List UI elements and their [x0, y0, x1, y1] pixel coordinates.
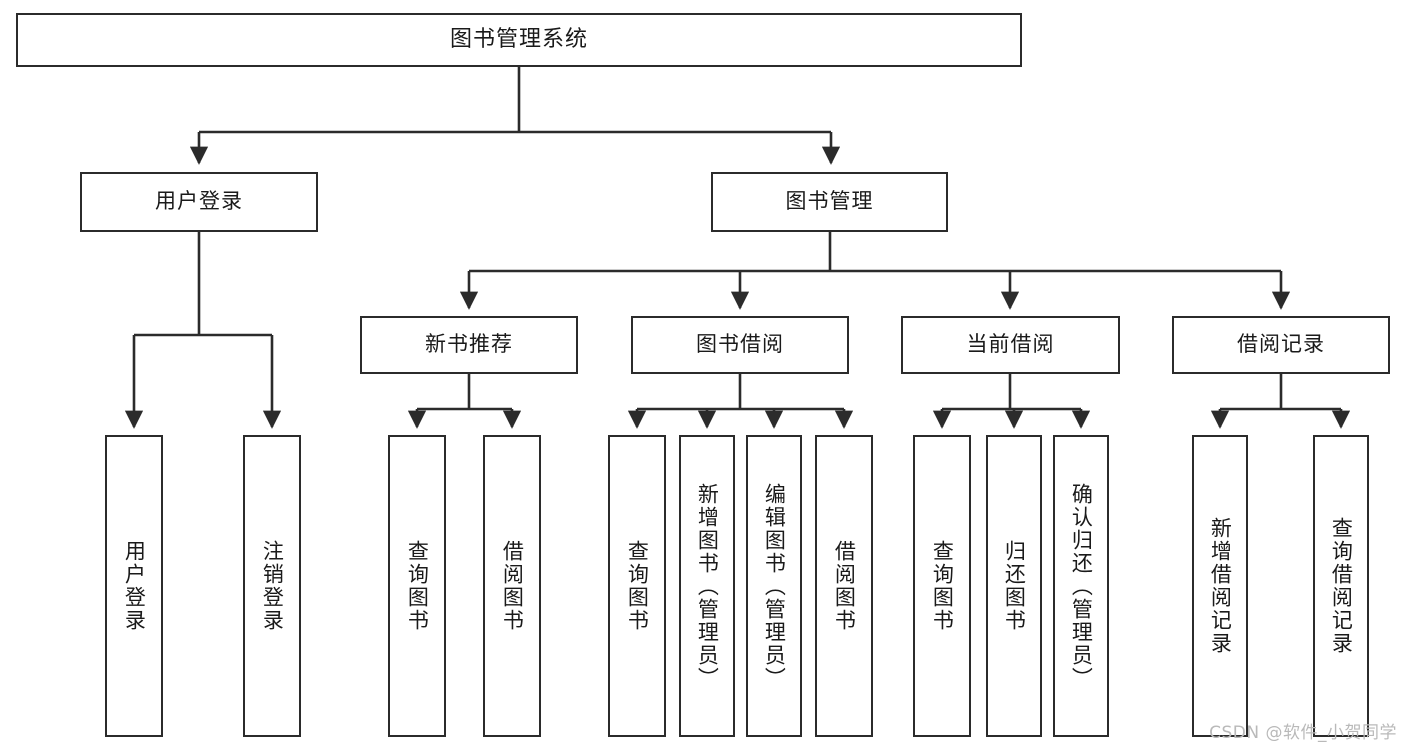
leaf-bb-edit-book-admin-label: 编辑图书（管理员）	[762, 482, 787, 690]
leaf-nbr-borrow-book[interactable]: 借阅图书	[483, 435, 541, 737]
leaf-cb-confirm-return-admin[interactable]: 确认归还（管理员）	[1053, 435, 1109, 737]
node-user-login-label: 用户登录	[155, 189, 243, 214]
leaf-br-query-record-label: 查询借阅记录	[1329, 517, 1354, 655]
leaf-br-add-record-label: 新增借阅记录	[1208, 517, 1233, 655]
leaf-bb-add-book-admin[interactable]: 新增图书（管理员）	[679, 435, 735, 737]
leaf-bb-query-book-label: 查询图书	[625, 540, 650, 632]
node-new-book-recommend-label: 新书推荐	[425, 332, 513, 357]
leaf-cb-return-book-label: 归还图书	[1002, 540, 1027, 632]
node-user-login[interactable]: 用户登录	[80, 172, 318, 232]
leaf-nbr-borrow-book-label: 借阅图书	[500, 540, 525, 632]
node-book-management[interactable]: 图书管理	[711, 172, 948, 232]
node-book-management-label: 图书管理	[785, 189, 874, 214]
leaf-bb-borrow-book-label: 借阅图书	[832, 540, 857, 632]
watermark: CSDN @软件_小贺同学	[1209, 723, 1397, 743]
leaf-user-login-label: 用户登录	[122, 540, 147, 632]
leaf-cb-query-book-label: 查询图书	[930, 540, 955, 632]
node-borrow-record[interactable]: 借阅记录	[1172, 316, 1390, 374]
leaf-user-logout-label: 注销登录	[260, 540, 285, 632]
leaf-br-query-record[interactable]: 查询借阅记录	[1313, 435, 1369, 737]
leaf-cb-confirm-return-admin-label: 确认归还（管理员）	[1069, 482, 1094, 690]
leaf-cb-query-book[interactable]: 查询图书	[913, 435, 971, 737]
node-root[interactable]: 图书管理系统	[16, 13, 1022, 67]
leaf-user-login[interactable]: 用户登录	[105, 435, 163, 737]
leaf-bb-borrow-book[interactable]: 借阅图书	[815, 435, 873, 737]
node-borrow-record-label: 借阅记录	[1237, 332, 1325, 357]
node-current-borrow[interactable]: 当前借阅	[901, 316, 1120, 374]
node-book-borrow[interactable]: 图书借阅	[631, 316, 849, 374]
leaf-bb-edit-book-admin[interactable]: 编辑图书（管理员）	[746, 435, 802, 737]
node-current-borrow-label: 当前借阅	[966, 332, 1055, 357]
leaf-bb-query-book[interactable]: 查询图书	[608, 435, 666, 737]
leaf-nbr-query-book-label: 查询图书	[405, 540, 430, 632]
leaf-cb-return-book[interactable]: 归还图书	[986, 435, 1042, 737]
leaf-user-logout[interactable]: 注销登录	[243, 435, 301, 737]
node-new-book-recommend[interactable]: 新书推荐	[360, 316, 578, 374]
leaf-nbr-query-book[interactable]: 查询图书	[388, 435, 446, 737]
node-root-label: 图书管理系统	[449, 26, 588, 52]
node-book-borrow-label: 图书借阅	[696, 332, 784, 357]
leaf-bb-add-book-admin-label: 新增图书（管理员）	[695, 482, 720, 690]
leaf-br-add-record[interactable]: 新增借阅记录	[1192, 435, 1248, 737]
